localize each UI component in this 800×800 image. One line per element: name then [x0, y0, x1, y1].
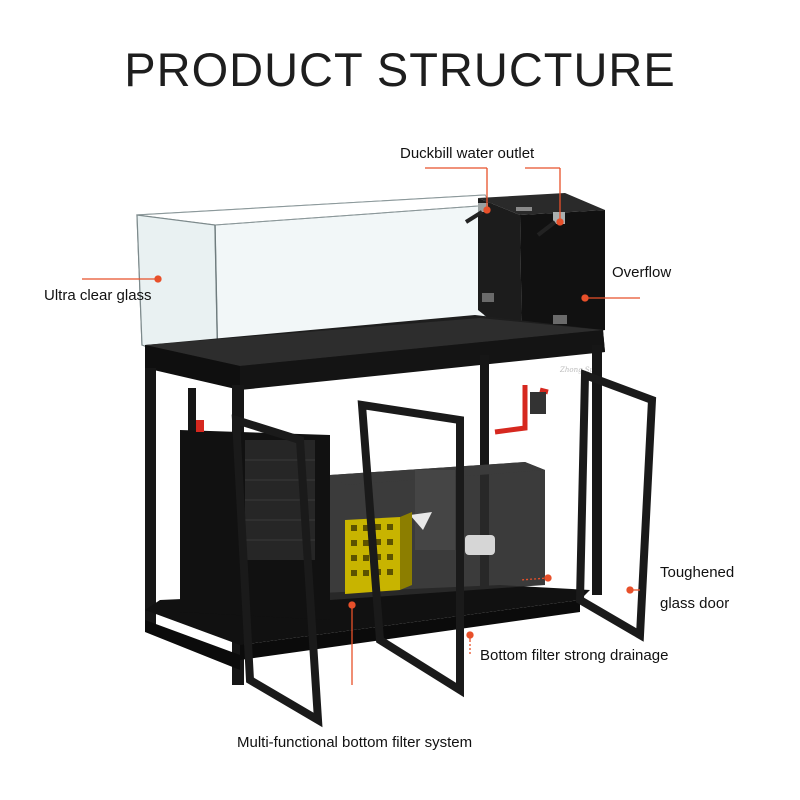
- glass-doors: [231, 369, 657, 728]
- svg-text:Zhong Sui: Zhong Sui: [559, 366, 596, 374]
- overflow-label: Overflow: [612, 264, 672, 281]
- red-plumbing: [494, 385, 549, 435]
- cabinet-top: Zhong Sui: [145, 315, 605, 390]
- page-title: PRODUCT STRUCTURE: [124, 43, 676, 96]
- ultra-clear-glass-label: Ultra clear glass: [44, 287, 152, 304]
- overflow-box: [464, 193, 605, 345]
- door-middle: [357, 400, 464, 698]
- duckbill-outlet-left: [464, 203, 488, 224]
- multi-functional-filter-label: Multi-functional bottom filter system: [237, 734, 473, 751]
- duckbill-outlet-label: Duckbill water outlet: [400, 145, 535, 162]
- toughened-glass-door-label-line1: Toughened: [660, 564, 735, 581]
- callout-lines: [82, 167, 640, 685]
- filter-sump: [180, 385, 549, 620]
- toughened-glass-door-label-line2: glass door: [660, 595, 730, 612]
- door-left: [231, 414, 323, 728]
- bottom-filter-drainage-label: Bottom filter strong drainage: [480, 647, 669, 664]
- door-right: [575, 369, 657, 642]
